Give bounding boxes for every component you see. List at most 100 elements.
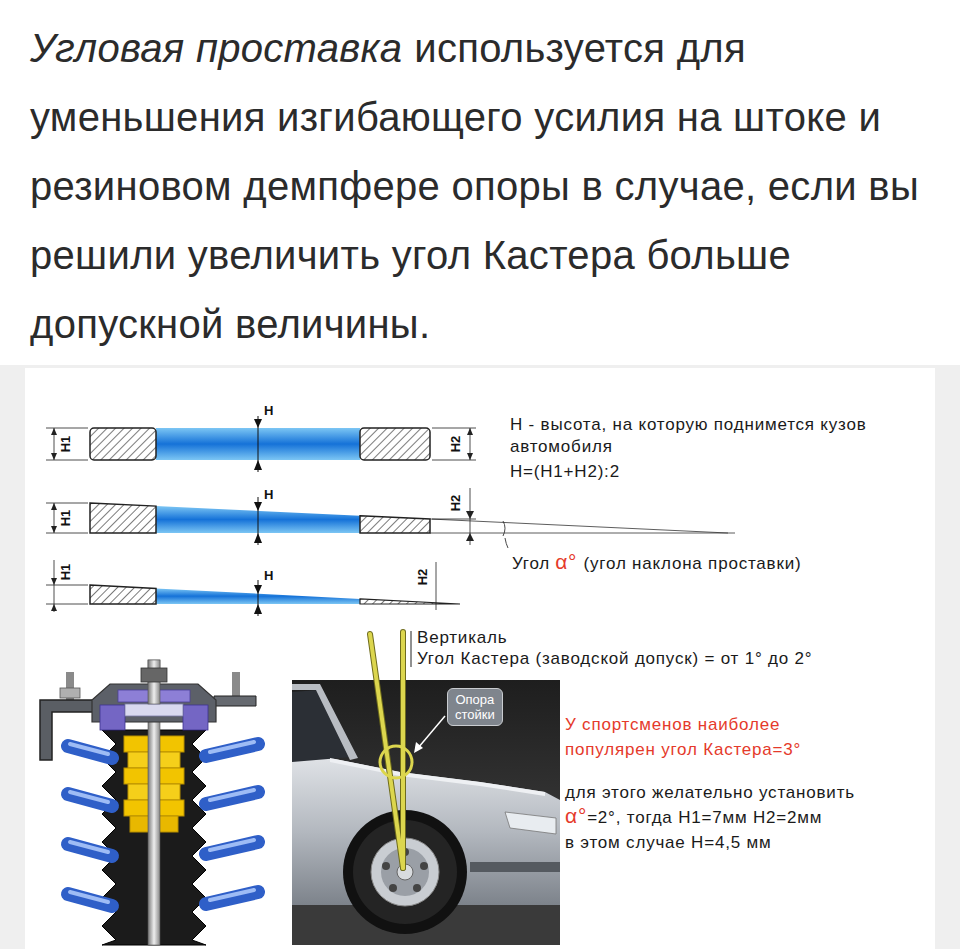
dimension-line xyxy=(51,604,57,611)
strut-illustration xyxy=(148,660,160,945)
tolerance-note: Угол Кастера (заводской допуск) = от 1° … xyxy=(417,648,812,670)
formula-text: H=(H1+H2):2 xyxy=(510,461,620,483)
setting-note: α°=2°, тогда H1=7мм H2=2мм xyxy=(565,805,822,829)
page-ground xyxy=(0,365,960,949)
angled-spacer xyxy=(90,503,735,548)
height-arrow xyxy=(254,585,262,594)
page-ground xyxy=(0,365,960,949)
dimension-line xyxy=(432,428,476,429)
flat-spacer xyxy=(90,428,156,460)
strut-illustration xyxy=(210,790,254,800)
dimension-line xyxy=(436,562,437,610)
page-ground xyxy=(25,368,935,949)
car-photo xyxy=(330,758,545,796)
axis-label: Вертикаль xyxy=(417,627,507,649)
strut-illustration xyxy=(232,672,240,698)
strut-illustration xyxy=(183,705,208,730)
strut-illustration xyxy=(68,742,258,906)
strut-illustration xyxy=(70,744,108,754)
leader-line xyxy=(411,631,412,667)
dimension-line xyxy=(46,503,88,504)
dimension-line xyxy=(467,453,473,460)
car-photo xyxy=(413,884,421,892)
car-photo xyxy=(505,812,556,834)
dimension-line xyxy=(46,604,88,605)
flat-spacer xyxy=(360,428,430,460)
dimension-label: H2 xyxy=(416,569,430,586)
angled-spacer xyxy=(503,521,505,536)
angled-spacer xyxy=(430,519,728,533)
dimension-label: H xyxy=(264,488,273,502)
dimension-line xyxy=(46,428,88,429)
intro-paragraph: Угловая проставкаиспользуется для уменьш… xyxy=(30,14,940,359)
strut-illustration xyxy=(214,696,256,706)
height-arrow xyxy=(254,580,262,616)
angle-symbol: α° xyxy=(555,550,577,573)
callout-text: Опора стойки xyxy=(455,692,495,722)
dimension-line xyxy=(466,511,474,519)
dimension-line xyxy=(51,428,57,435)
height-arrow xyxy=(254,497,262,545)
dimension-line xyxy=(46,460,88,461)
car-photo xyxy=(292,680,560,945)
strut-illustration xyxy=(210,890,254,900)
dimension-label: H1 xyxy=(59,510,73,527)
strut-illustration xyxy=(70,792,108,802)
term-text: Угловая проставка xyxy=(30,26,402,70)
strut-illustration xyxy=(60,688,80,698)
steep-spacer xyxy=(90,585,156,604)
strut-illustration xyxy=(210,742,254,752)
strut-illustration xyxy=(40,660,258,945)
dimension-line xyxy=(46,585,88,586)
height-arrow xyxy=(254,460,262,470)
car-photo xyxy=(420,862,428,870)
dimension-label: H2 xyxy=(449,495,463,512)
steep-spacer xyxy=(360,599,460,604)
angle-note: Угол α° (угол наклона проставки) xyxy=(512,551,801,575)
angled-spacer xyxy=(430,533,735,534)
note-text: (угол наклона проставки) xyxy=(584,554,802,573)
flat-spacer xyxy=(90,428,430,460)
car-photo xyxy=(389,884,397,892)
dimension-line xyxy=(51,503,57,510)
dimension-line xyxy=(432,460,476,461)
strut-illustration xyxy=(70,842,108,852)
car-photo xyxy=(382,862,390,870)
dimension-line xyxy=(51,453,57,460)
leader-line xyxy=(414,742,423,753)
dimension-label: H xyxy=(264,569,273,583)
dimension-line xyxy=(432,519,476,520)
height-arrow xyxy=(254,533,262,543)
car-photo xyxy=(292,680,560,945)
dimension-line xyxy=(46,560,436,612)
steep-spacer xyxy=(90,585,460,604)
dimension-label: H2 xyxy=(449,436,463,453)
dimension-line xyxy=(46,533,88,534)
dimension-line xyxy=(466,533,474,541)
highlight-note: У спортсменов наиболее популярен угол Ка… xyxy=(565,712,865,762)
dimension-line xyxy=(467,428,473,435)
note-text: для этого желательно установить xyxy=(565,782,855,804)
car-photo xyxy=(470,862,560,872)
angle-symbol: α° xyxy=(565,804,587,827)
note-text: =2°, тогда H1=7мм H2=2мм xyxy=(587,808,822,827)
strut-illustration xyxy=(70,892,108,902)
note-text: Угол xyxy=(512,554,550,573)
dimension-line xyxy=(51,578,57,585)
dimension-label: H1 xyxy=(59,564,73,581)
strut-illustration xyxy=(125,704,183,716)
strut-illustration xyxy=(141,668,167,682)
callout-box: Опора стойки xyxy=(447,688,503,726)
leader-line xyxy=(418,716,445,748)
strut-illustration xyxy=(100,705,125,730)
dimension-line xyxy=(51,526,57,533)
caster-lines xyxy=(380,746,412,778)
strut-illustration xyxy=(210,840,254,850)
note-text: в этом случае H=4,5 мм xyxy=(565,832,771,854)
angled-spacer xyxy=(360,516,430,533)
height-arrow xyxy=(254,502,262,511)
dimension-label: H1 xyxy=(59,436,73,453)
caster-lines xyxy=(370,632,412,868)
body-text: используется для уменьшения изгибающего … xyxy=(30,26,919,346)
